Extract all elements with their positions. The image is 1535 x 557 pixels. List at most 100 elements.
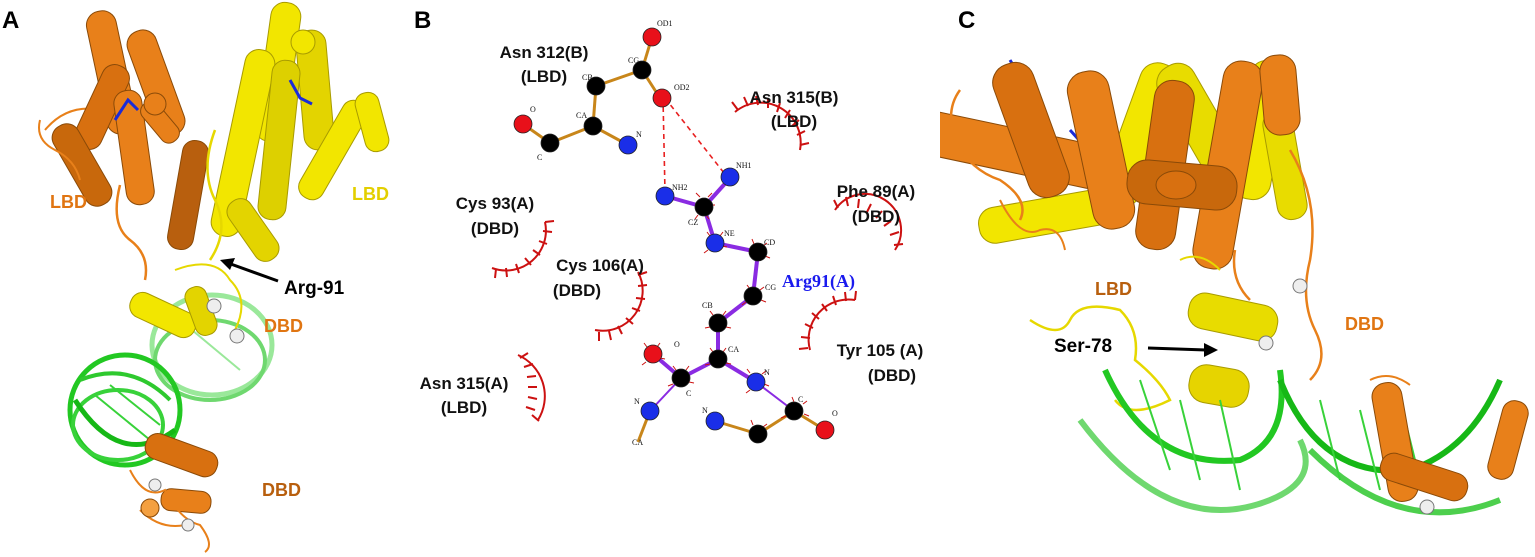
residue-cys106a: Cys 106(A) bbox=[556, 256, 644, 275]
label-ser78: Ser-78 bbox=[1054, 336, 1112, 357]
residue-cys93a: Cys 93(A) bbox=[456, 194, 534, 213]
atom-ca bbox=[708, 349, 728, 369]
zinc-ion-4 bbox=[181, 518, 195, 532]
arrow-ser78-head bbox=[1204, 343, 1218, 357]
panel-b-label: B bbox=[414, 7, 431, 34]
residue-labels: Asn 312(B) (LBD) Asn 315(B) (LBD) Cys 93… bbox=[420, 43, 924, 417]
ligand-stick-a2 bbox=[288, 79, 313, 106]
residue-asn315a-domain: (LBD) bbox=[441, 398, 487, 417]
atom-o-top bbox=[513, 114, 533, 134]
svg-text:C: C bbox=[537, 153, 542, 162]
panel-b-ligplot: B bbox=[414, 7, 924, 447]
atom-labels: OD1 CG OD2 CB CA O C N NH1 NH2 CZ NE CD … bbox=[530, 19, 838, 447]
arc-phe89a bbox=[833, 192, 904, 251]
residue-asn315b-domain: (LBD) bbox=[771, 112, 817, 131]
svg-text:OD2: OD2 bbox=[674, 83, 690, 92]
atoms bbox=[513, 27, 835, 444]
residue-cys93a-domain: (DBD) bbox=[471, 219, 519, 238]
yellow-lbd-helices bbox=[206, 1, 390, 262]
atom-o-bot bbox=[643, 344, 663, 364]
svg-text:NE: NE bbox=[724, 229, 735, 238]
label-dbd-lower: DBD bbox=[262, 480, 301, 500]
atom-cb bbox=[708, 313, 728, 333]
residue-asn312b: Asn 312(B) bbox=[500, 43, 589, 62]
svg-text:O: O bbox=[674, 340, 680, 349]
atom-cz bbox=[694, 197, 714, 217]
zinc-ion-1 bbox=[206, 298, 222, 314]
svg-text:N: N bbox=[702, 406, 708, 415]
panel-a-structure: A bbox=[2, 1, 390, 553]
residue-cys106a-domain: (DBD) bbox=[553, 281, 601, 300]
residue-phe89a-domain: (DBD) bbox=[852, 207, 900, 226]
residue-tyr105a: Tyr 105 (A) bbox=[837, 341, 924, 360]
orange-lbd-helices-c bbox=[940, 54, 1323, 381]
zinc-ion-c3 bbox=[1419, 499, 1435, 515]
arc-asn315b bbox=[731, 95, 810, 151]
atom-ca-top bbox=[583, 116, 603, 136]
svg-text:O: O bbox=[530, 105, 536, 114]
atom-od2 bbox=[652, 88, 672, 108]
svg-text:CZ: CZ bbox=[688, 218, 698, 227]
ligand-stick-a bbox=[113, 97, 140, 121]
residue-tyr105a-domain: (DBD) bbox=[868, 366, 916, 385]
svg-text:CB: CB bbox=[702, 301, 713, 310]
svg-text:N: N bbox=[764, 368, 770, 377]
hydrogen-bonds bbox=[662, 97, 729, 193]
panel-a: A bbox=[0, 0, 400, 557]
arc-asn315a bbox=[517, 352, 546, 422]
atom-ne bbox=[705, 233, 725, 253]
svg-text:CG: CG bbox=[765, 283, 776, 292]
label-lbd-yellow: LBD bbox=[352, 184, 389, 204]
svg-text:O: O bbox=[832, 409, 838, 418]
zinc-ion-3 bbox=[148, 478, 162, 492]
arrow-arg91-head bbox=[220, 258, 235, 270]
svg-text:CA: CA bbox=[576, 111, 587, 120]
ligand-label-arg91: Arg91(A) bbox=[782, 271, 855, 292]
panel-c-label: C bbox=[958, 7, 975, 34]
zinc-ion-c2 bbox=[1258, 335, 1274, 351]
yellow-dbd-c bbox=[1029, 255, 1279, 412]
atom-c-bot bbox=[671, 368, 691, 388]
svg-text:CD: CD bbox=[764, 238, 775, 247]
svg-text:NH2: NH2 bbox=[672, 183, 688, 192]
panel-c-structure: C bbox=[940, 7, 1529, 516]
arrow-arg91 bbox=[227, 261, 279, 283]
svg-text:N: N bbox=[634, 397, 640, 406]
arc-cys93a bbox=[491, 220, 555, 279]
zinc-ion-c1 bbox=[1292, 278, 1308, 294]
atom-od1 bbox=[642, 27, 662, 47]
atom-c-right bbox=[784, 401, 804, 421]
svg-text:OD1: OD1 bbox=[657, 19, 673, 28]
svg-text:C: C bbox=[798, 395, 803, 404]
atom-nh2 bbox=[655, 186, 675, 206]
residue-asn312b-domain: (LBD) bbox=[521, 67, 567, 86]
residue-phe89a: Phe 89(A) bbox=[837, 182, 915, 201]
atom-n-left bbox=[640, 401, 660, 421]
orange-dbd-lower bbox=[129, 433, 219, 553]
arrow-ser78 bbox=[1147, 346, 1207, 352]
atom-c-top bbox=[540, 133, 560, 153]
atom-o-right bbox=[815, 420, 835, 440]
label-dbd-c: DBD bbox=[1345, 314, 1384, 334]
atom-n-top bbox=[618, 135, 638, 155]
residue-asn315b: Asn 315(B) bbox=[750, 88, 839, 107]
label-arg91: Arg-91 bbox=[284, 278, 345, 299]
svg-text:CA: CA bbox=[632, 438, 643, 447]
yellow-dbd-a bbox=[129, 263, 243, 339]
atom-nh1 bbox=[720, 167, 740, 187]
panel-c: C bbox=[940, 0, 1535, 557]
orange-dbd-c bbox=[1369, 375, 1529, 502]
residue-asn315a: Asn 315(A) bbox=[420, 374, 509, 393]
svg-text:C: C bbox=[686, 389, 691, 398]
label-lbd-c: LBD bbox=[1095, 279, 1132, 299]
label-dbd-upper: DBD bbox=[264, 316, 303, 336]
atom-n-mid bbox=[705, 411, 725, 431]
atom-cg bbox=[743, 286, 763, 306]
label-lbd-orange: LBD bbox=[50, 192, 87, 212]
svg-text:CG: CG bbox=[628, 56, 639, 65]
arc-cys106a bbox=[594, 271, 648, 341]
arc-tyr105a bbox=[798, 290, 857, 351]
atom-cd bbox=[748, 242, 768, 262]
hydrophobic-contacts bbox=[491, 95, 904, 422]
svg-text:N: N bbox=[636, 130, 642, 139]
